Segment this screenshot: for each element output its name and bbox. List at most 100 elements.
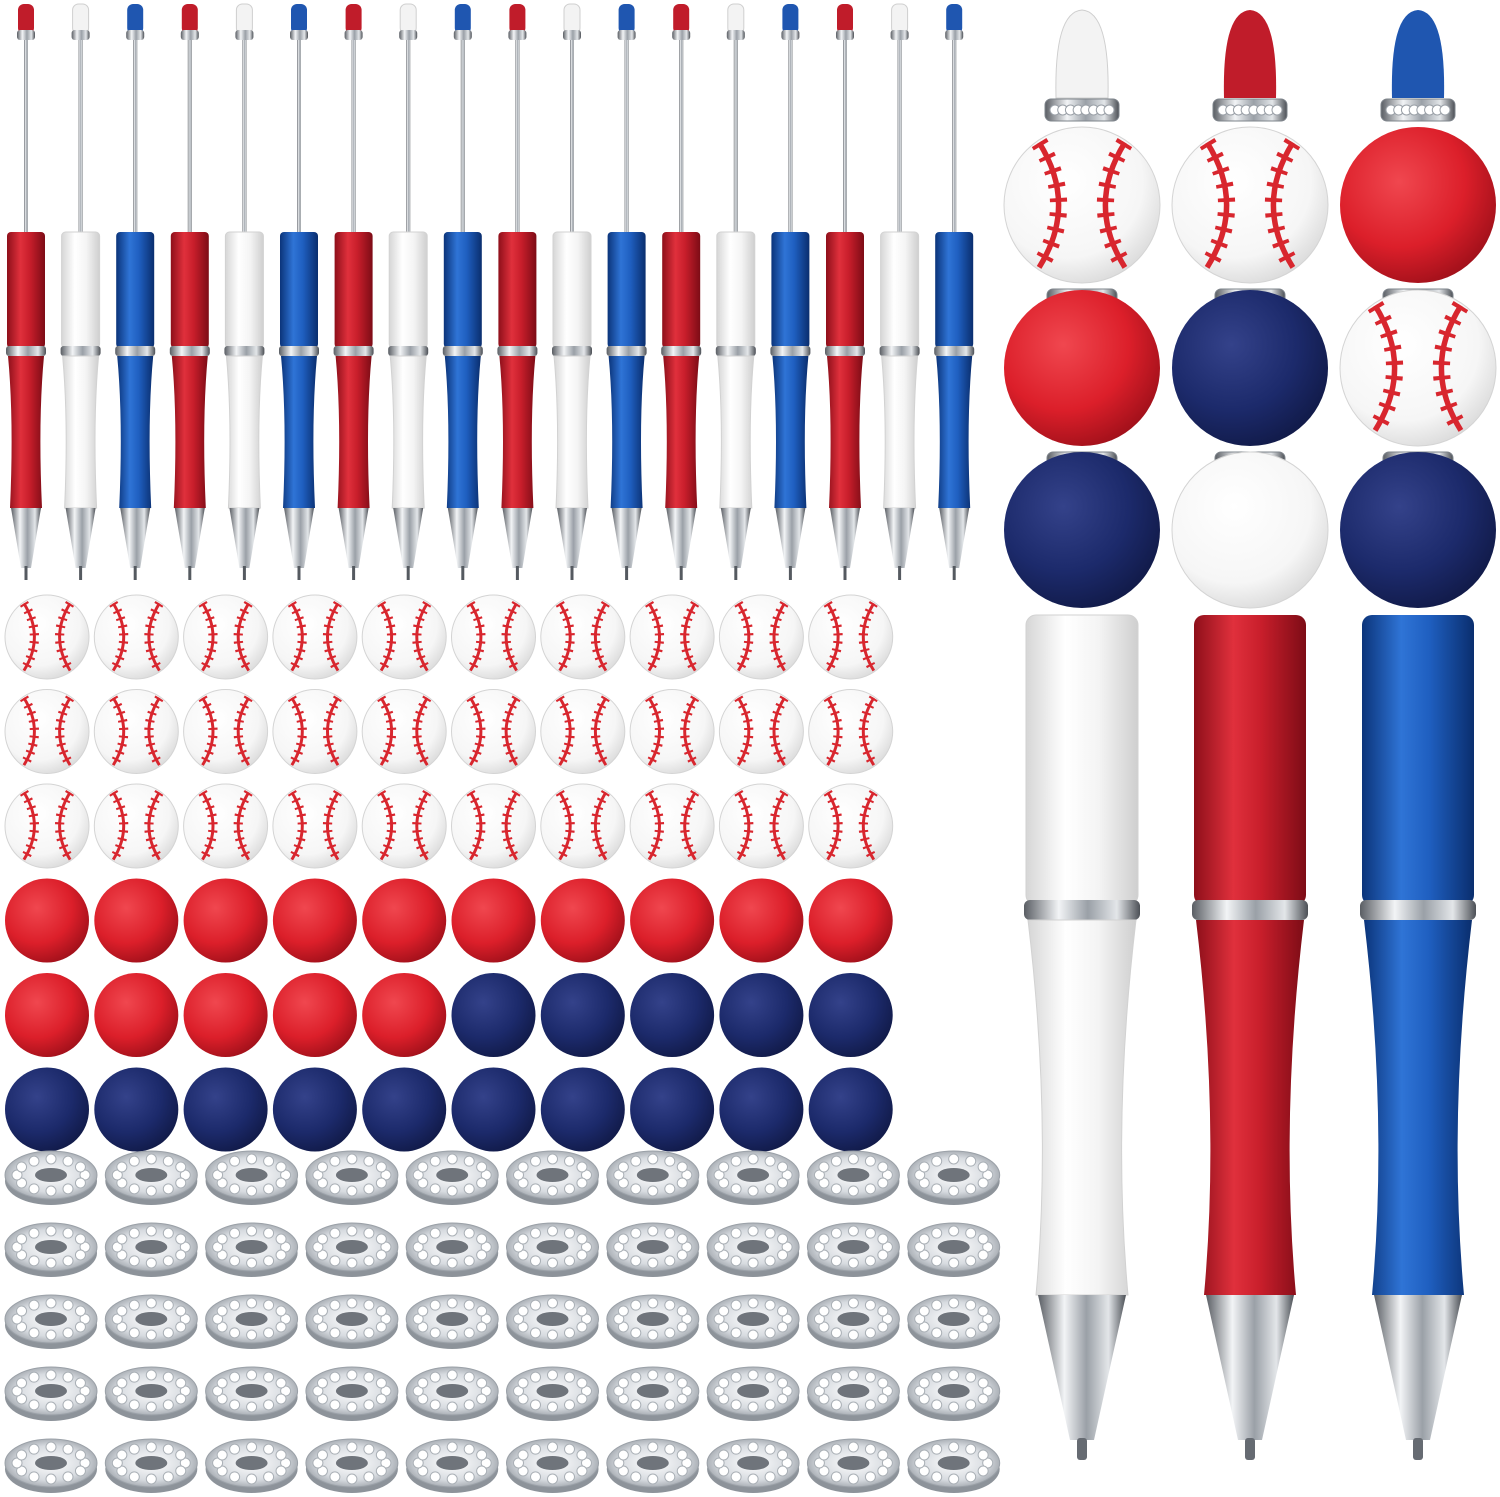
spacer-bead-grid [4,1150,1001,1493]
rhinestone-spacer [205,1294,299,1349]
rhinestone-spacer [1380,98,1456,122]
rhinestone-spacer [606,1222,700,1277]
rhinestone-spacer [606,1150,700,1205]
pen-cap [1055,9,1109,99]
pen-barrel-lower [1196,920,1304,1295]
pen-barrel-upper [1362,615,1474,905]
small-pen-red [661,4,702,580]
baseball-bead [451,594,536,680]
rhinestone-spacer [104,1438,198,1493]
rhinestone-spacer [706,1366,800,1421]
rhinestone-spacer [606,1366,700,1421]
rhinestone-spacer [305,1294,399,1349]
rhinestone-spacer [806,1222,900,1277]
navy-bead [5,1067,89,1152]
small-pen-white [388,3,429,580]
navy-bead [1004,452,1160,608]
small-pen-white [60,3,101,580]
small-pen-white [224,3,265,580]
baseball-bead [183,594,269,680]
baseball-bead [183,689,269,774]
rhinestone-spacer [506,1294,599,1349]
rhinestone-spacer [205,1222,299,1277]
baseball-bead [1003,126,1161,284]
red-bead [183,878,268,963]
rhinestone-spacer [205,1366,299,1421]
rhinestone-spacer [405,1150,499,1205]
white-bead [1171,451,1329,609]
navy-bead [540,973,625,1057]
small-pen-red [333,4,374,580]
small-pen-red [169,4,210,580]
baseball-bead [4,689,90,774]
baseball-bead [272,783,358,869]
rhinestone-spacer [506,1222,599,1277]
red-bead [94,973,179,1057]
baseball-bead [361,689,447,774]
pen-cap [1391,10,1445,98]
navy-bead [451,1067,536,1152]
pen-tip [1374,1295,1462,1440]
baseball-bead [540,689,626,774]
rhinestone-spacer [806,1438,900,1493]
rhinestone-spacer [104,1366,198,1421]
navy-bead [362,1067,447,1152]
bead-grid [4,594,894,1152]
baseball-bead [451,783,536,869]
red-bead [1004,290,1160,446]
red-bead [630,878,715,963]
rhinestone-spacer [706,1222,800,1277]
pen-barrel-lower [1027,919,1137,1296]
rhinestone-spacer [506,1366,599,1421]
baseball-bead [540,594,626,680]
red-bead [808,878,893,963]
baseball-bead [361,594,447,680]
rhinestone-spacer [1044,98,1120,122]
red-bead [94,878,179,963]
navy-bead [540,1067,625,1152]
red-bead [183,973,268,1057]
rhinestone-spacer [305,1366,399,1421]
red-bead [362,973,447,1057]
small-pen-blue [279,4,319,580]
rhinestone-spacer [1212,98,1288,122]
baseball-bead [808,689,894,774]
small-pen-white [879,3,920,580]
small-pen-row [6,3,975,580]
rhinestone-spacer [405,1294,499,1349]
rhinestone-spacer [4,1366,98,1421]
rhinestone-spacer [706,1438,800,1493]
assembled-pen-red [1171,10,1329,1460]
baseball-bead [93,594,179,680]
rhinestone-spacer [4,1150,98,1205]
red-bead [5,973,89,1057]
rhinestone-spacer [305,1222,399,1277]
rhinestone-spacer [104,1222,198,1277]
assembled-pen-white [1003,9,1161,1460]
small-pen-white [715,3,756,580]
pen-ring [1360,900,1476,920]
baseball-bead [629,783,715,869]
rhinestone-spacer [405,1222,499,1277]
rhinestone-spacer [405,1438,499,1493]
rhinestone-spacer [205,1150,299,1205]
navy-bead [719,1067,804,1152]
pen-tip [1038,1295,1126,1440]
rhinestone-spacer [305,1150,399,1205]
rhinestone-spacer [706,1294,800,1349]
rhinestone-spacer [706,1150,800,1205]
red-bead [540,878,625,963]
baseball-bead [718,689,804,774]
red-bead [719,878,804,963]
rhinestone-spacer [606,1294,700,1349]
pen-barrel-upper [1194,615,1306,905]
assembled-pens [1003,9,1497,1460]
baseball-bead [718,783,804,869]
baseball-bead [272,689,358,774]
small-pen-red [825,4,865,580]
baseball-bead [1171,126,1329,284]
pen-tip [1206,1295,1294,1440]
rhinestone-spacer [205,1438,299,1493]
navy-bead [630,1067,715,1152]
small-pen-blue [442,4,483,580]
